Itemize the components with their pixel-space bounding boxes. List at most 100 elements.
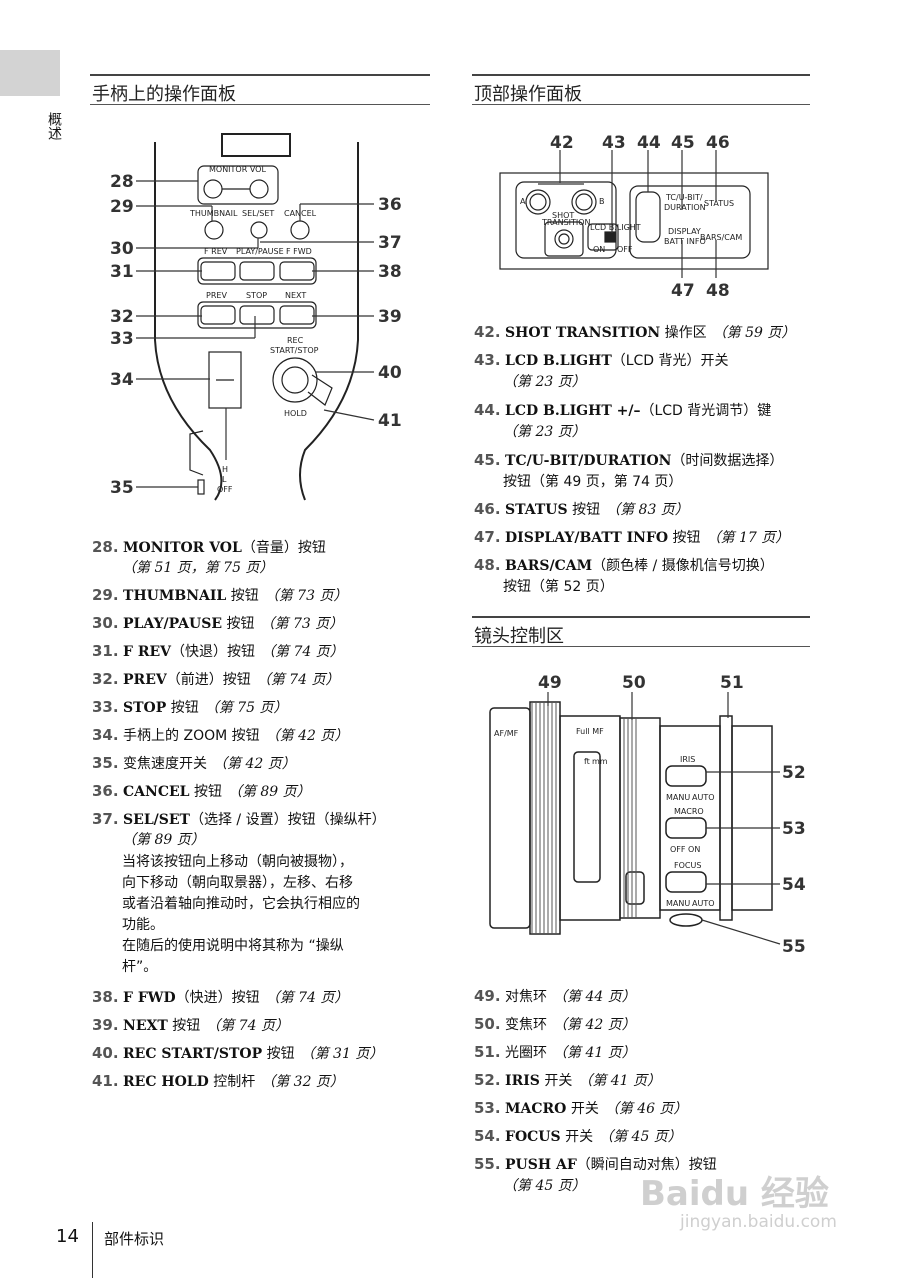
list-item-36: 36. CANCEL 按钮（第 89 页） xyxy=(92,782,311,800)
callout-31: 31 xyxy=(110,262,134,282)
callout-50: 50 xyxy=(622,673,646,693)
callout-33: 33 xyxy=(110,329,134,349)
list-item-38: 38. F FWD（快进）按钮（第 74 页） xyxy=(92,988,349,1006)
label-focus: FOCUS xyxy=(674,861,701,870)
watermark-url: jingyan.baidu.com xyxy=(680,1212,837,1232)
watermark-brand: Baidu 经验 xyxy=(640,1174,829,1214)
callout-52: 52 xyxy=(782,763,806,783)
section-rule xyxy=(472,74,810,76)
list-item-33: 33. STOP 按钮（第 75 页） xyxy=(92,698,288,716)
label-auto-iris: AUTO xyxy=(692,793,715,802)
section-rule xyxy=(472,646,810,647)
label-iris: IRIS xyxy=(680,755,695,764)
list-item-37: 37. SEL/SET（选择 / 设置）按钮（操纵杆） xyxy=(92,810,386,828)
section-title-handle-panel: 手柄上的操作面板 xyxy=(92,84,236,105)
label-cancel: CANCEL xyxy=(284,209,317,218)
list-item-34: 34. 手柄上的 ZOOM 按钮（第 42 页） xyxy=(92,726,349,744)
list-item-37-note: 当将该按钮向上移动（朝向被摄物）， 向下移动（朝向取景器），左移、右移 或者沿着… xyxy=(122,854,360,975)
lens-diagram: AF/MF Full MF IRIS MANU AUTO MACRO OFF O… xyxy=(489,673,806,957)
label-monitor-vol: MONITOR VOL xyxy=(209,165,266,174)
list-item-43-pages: （第 23 页） xyxy=(503,374,586,390)
callout-48: 48 xyxy=(706,281,730,301)
list-item-30: 30. PLAY/PAUSE 按钮（第 73 页） xyxy=(92,614,344,632)
section-title-top-panel: 顶部操作面板 xyxy=(474,84,582,105)
label-off: OFF xyxy=(217,485,233,494)
callout-54: 54 xyxy=(782,875,806,895)
label-start-stop: START/STOP xyxy=(270,346,319,355)
callout-42: 42 xyxy=(550,133,574,153)
list-item-45: 45. TC/U-BIT/DURATION（时间数据选择） xyxy=(474,451,784,469)
list-item-55-pages: （第 45 页） xyxy=(503,1178,586,1194)
list-item-51: 51. 光圈环（第 41 页） xyxy=(474,1043,636,1061)
label-play-pause: PLAY/PAUSE xyxy=(236,247,284,256)
callout-29: 29 xyxy=(110,197,134,217)
top-panel-diagram: A B SHOT TRANSITION LCD B.LIGHT ON OFF T… xyxy=(499,133,769,301)
callout-34: 34 xyxy=(110,370,134,390)
label-rec: REC xyxy=(287,336,304,345)
callout-32: 32 xyxy=(110,307,134,327)
list-item-52: 52. IRIS 开关（第 41 页） xyxy=(474,1071,662,1089)
label-on: ON xyxy=(593,245,605,254)
label-tc-ubit: TC/U-BIT/ xyxy=(665,193,703,202)
callout-51: 51 xyxy=(720,673,744,693)
list-item-43: 43. LCD B.LIGHT（LCD 背光）开关 xyxy=(474,351,729,369)
section-rule xyxy=(90,74,430,76)
callout-38: 38 xyxy=(378,262,402,282)
list-item-48: 48. BARS/CAM（颜色棒 / 摄像机信号切换） xyxy=(474,556,774,574)
label-manu-focus: MANU xyxy=(666,899,690,908)
list-item-49: 49. 对焦环（第 44 页） xyxy=(474,987,636,1005)
label-a: A xyxy=(520,197,526,206)
label-thumbnail: THUMBNAIL xyxy=(189,209,238,218)
label-shot: SHOT xyxy=(552,211,574,220)
page-number: 14 xyxy=(56,1226,79,1247)
label-display: DISPLAY xyxy=(668,227,701,236)
list-item-54: 54. FOCUS 开关（第 45 页） xyxy=(474,1127,682,1145)
label-f-fwd: F FWD xyxy=(286,247,312,256)
section-rule xyxy=(472,104,810,105)
callout-37: 37 xyxy=(378,233,402,253)
footer-divider xyxy=(92,1222,93,1278)
list-item-28: 28. MONITOR VOL（音量）按钮 xyxy=(92,538,326,556)
callout-35: 35 xyxy=(110,478,134,498)
label-stop: STOP xyxy=(246,291,267,300)
list-item-40: 40. REC START/STOP 按钮（第 31 页） xyxy=(92,1044,384,1062)
label-auto-focus: AUTO xyxy=(692,899,715,908)
callout-49: 49 xyxy=(538,673,562,693)
label-batt-info: BATT INFO xyxy=(664,237,706,246)
label-next: NEXT xyxy=(285,291,306,300)
list-item-28-pages: （第 51 页，第 75 页） xyxy=(122,560,274,576)
list-item-41: 41. REC HOLD 控制杆（第 32 页） xyxy=(92,1072,344,1090)
section-rule xyxy=(90,104,430,105)
callout-47: 47 xyxy=(671,281,695,301)
callout-30: 30 xyxy=(110,239,134,259)
list-item-55: 55. PUSH AF（瞬间自动对焦）按钮 xyxy=(474,1155,717,1173)
list-item-50: 50. 变焦环（第 42 页） xyxy=(474,1015,636,1033)
callout-53: 53 xyxy=(782,819,806,839)
label-full-mf: Full MF xyxy=(576,727,604,736)
list-item-47: 47. DISPLAY/BATT INFO 按钮（第 17 页） xyxy=(474,528,790,546)
label-b: B xyxy=(599,197,605,206)
label-macro: MACRO xyxy=(674,807,704,816)
callout-45: 45 xyxy=(671,133,695,153)
callout-55: 55 xyxy=(782,937,806,957)
list-item-32: 32. PREV（前进）按钮（第 74 页） xyxy=(92,670,340,688)
callout-39: 39 xyxy=(378,307,402,327)
callout-40: 40 xyxy=(378,363,402,383)
label-l: L xyxy=(222,475,227,484)
list-item-31: 31. F REV（快退）按钮（第 74 页） xyxy=(92,642,344,660)
label-transition: TRANSITION xyxy=(541,218,591,227)
section-title-lens-area: 镜头控制区 xyxy=(474,626,564,647)
list-item-45-pages: 按钮（第 49 页，第 74 页） xyxy=(503,474,683,490)
callout-43: 43 xyxy=(602,133,626,153)
list-item-48-pages: 按钮（第 52 页） xyxy=(503,579,614,595)
chapter-side-label: 概述 xyxy=(46,112,62,140)
label-af-mf: AF/MF xyxy=(494,729,519,738)
label-prev: PREV xyxy=(206,291,227,300)
handle-panel-diagram: MONITOR VOL THUMBNAIL SEL/SET CANCEL F R… xyxy=(110,133,402,501)
label-status: STATUS xyxy=(704,199,734,208)
label-bars-cam: BARS/CAM xyxy=(700,233,742,242)
chapter-tab xyxy=(0,50,60,96)
label-mm: mm xyxy=(592,757,608,766)
label-ft: ft xyxy=(584,757,590,766)
section-rule xyxy=(472,616,810,618)
